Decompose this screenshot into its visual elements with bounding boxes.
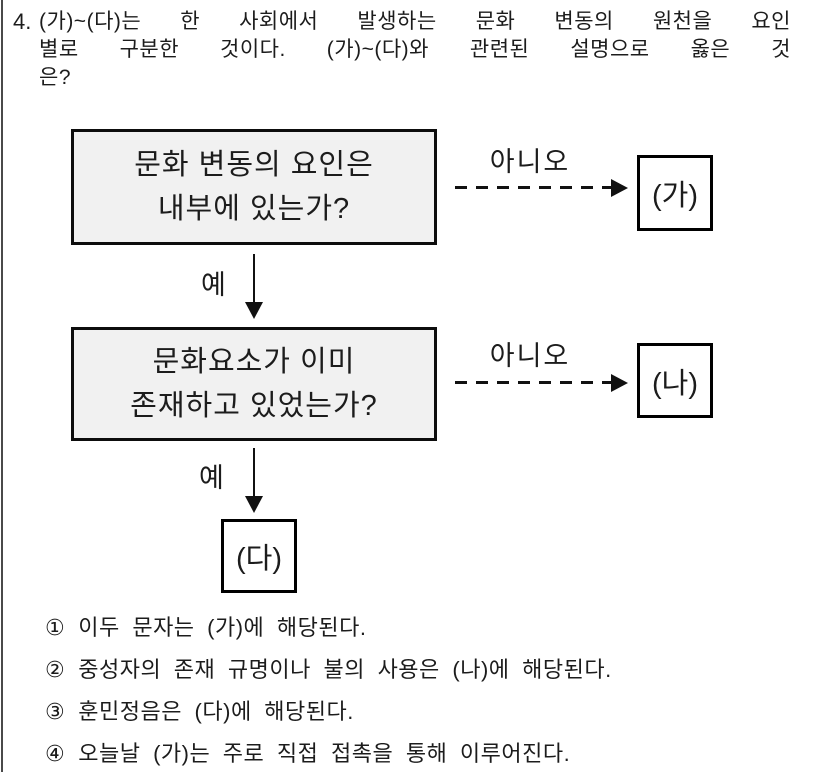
decision2-line2: 존재하고 있었는가? <box>130 390 378 422</box>
result-da-label: (다) <box>236 543 282 575</box>
answer-option-2: ② 중성자의 존재 규명이나 불의 사용은 (나)에 해당된다. <box>45 657 612 683</box>
option-1-text: 이두 문자는 (가)에 해당된다. <box>78 615 367 640</box>
decision2-line1: 문화요소가 이미 <box>152 346 356 378</box>
dashed-arrow-line-2 <box>455 381 611 384</box>
dashed-arrowhead-icon-1 <box>611 179 628 197</box>
question-line-2: 별로 구분한 것이다. (가)~(다)와 관련된 설명으로 옳은 것 <box>39 38 791 61</box>
option-1-marker: ① <box>45 615 66 640</box>
question-line-3: 은? <box>39 66 71 89</box>
option-3-marker: ③ <box>45 699 66 724</box>
answer-option-1: ① 이두 문자는 (가)에 해당된다. <box>45 615 366 641</box>
dashed-arrow-line-1 <box>455 186 611 189</box>
option-3-text: 훈민정음은 (다)에 해당된다. <box>78 699 354 724</box>
yes-label-2: 예 <box>199 463 224 493</box>
down-arrow-line-2 <box>253 448 255 498</box>
down-arrow-line-1 <box>253 254 255 304</box>
result-box-ga: (가) <box>637 155 713 231</box>
question-stem: (가)~(다)는 한 사회에서 발생하는 문화 변동의 원천을 요인 별로 구분… <box>39 8 791 92</box>
result-box-na: (나) <box>637 343 713 418</box>
option-2-text: 중성자의 존재 규명이나 불의 사용은 (나)에 해당된다. <box>78 657 612 682</box>
question-number: 4. <box>13 9 32 34</box>
yes-label-1: 예 <box>201 270 226 300</box>
option-2-marker: ② <box>45 657 66 682</box>
dashed-arrowhead-icon-2 <box>611 374 628 392</box>
flowchart-decision-box-1: 문화 변동의 요인은 내부에 있는가? <box>71 129 437 245</box>
down-arrowhead-icon-1 <box>245 302 263 319</box>
option-4-marker: ④ <box>45 741 66 766</box>
answer-option-4: ④ 오늘날 (가)는 주로 직접 접촉을 통해 이루어진다. <box>45 741 570 767</box>
flowchart-decision-box-2: 문화요소가 이미 존재하고 있었는가? <box>71 327 437 441</box>
result-ga-label: (가) <box>652 180 698 212</box>
answer-option-3: ③ 훈민정음은 (다)에 해당된다. <box>45 699 354 725</box>
result-na-label: (나) <box>652 367 698 400</box>
decision1-line1: 문화 변동의 요인은 <box>134 149 374 181</box>
decision1-line2: 내부에 있는가? <box>157 193 351 225</box>
down-arrowhead-icon-2 <box>245 496 263 513</box>
question-line-1: (가)~(다)는 한 사회에서 발생하는 문화 변동의 원천을 요인 <box>39 10 791 33</box>
page-left-border <box>1 0 3 772</box>
result-box-da: (다) <box>221 519 297 593</box>
no-label-1: 아니오 <box>489 147 571 177</box>
option-4-text: 오늘날 (가)는 주로 직접 접촉을 통해 이루어진다. <box>78 741 571 766</box>
no-label-2: 아니오 <box>489 341 571 371</box>
